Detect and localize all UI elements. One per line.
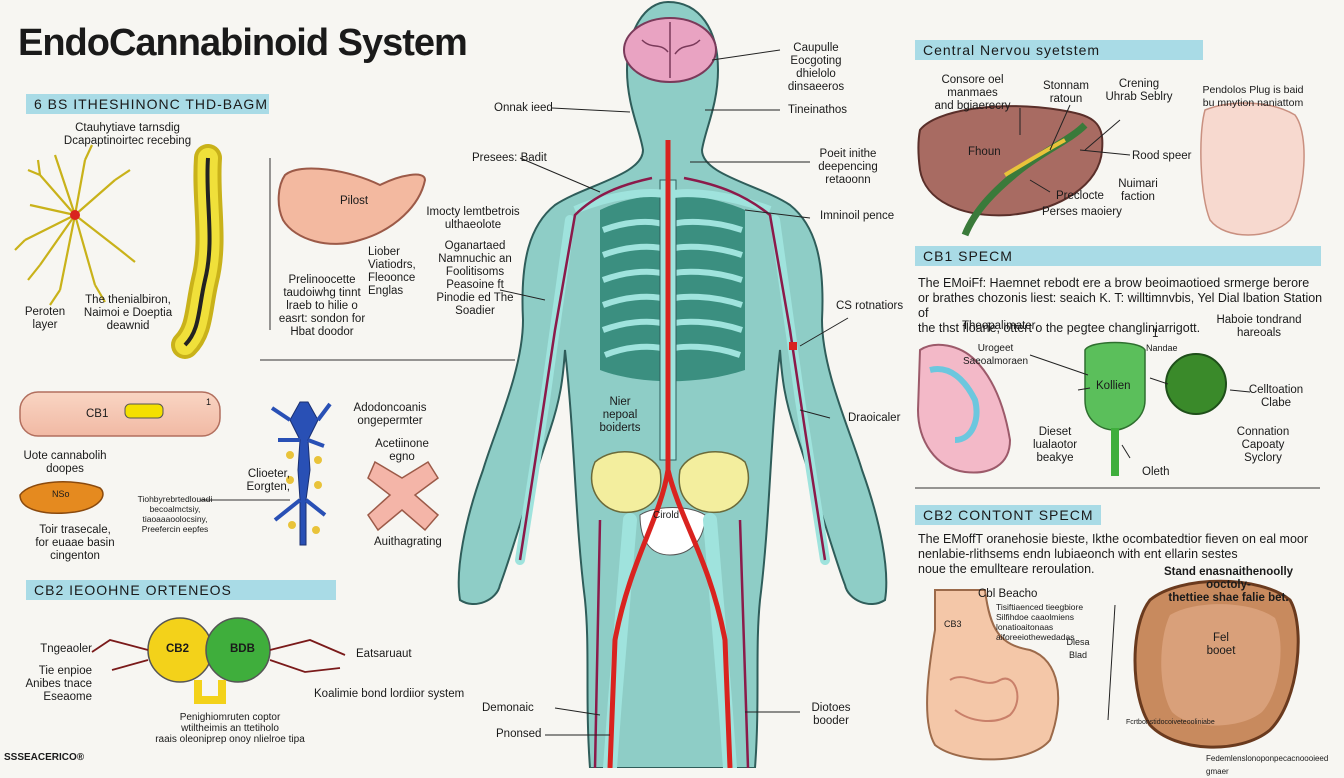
blood-vessels bbox=[518, 140, 827, 768]
cns-header: Central Nervou syetstem bbox=[915, 40, 1203, 60]
pnonsed-label: Pnonsed bbox=[496, 728, 542, 740]
oleth-label: Oleth bbox=[1142, 466, 1170, 478]
cb2-nerve-lines bbox=[91, 639, 346, 673]
celleation-label: Celltoation Clabe bbox=[1248, 384, 1304, 409]
acetine-label: Acetiinone egno bbox=[375, 438, 429, 463]
intestine-illustration bbox=[916, 343, 1012, 474]
cb-tiny-label: Tisiftiaenced tieegbiore Silfihdoe caaol… bbox=[996, 602, 1084, 642]
imninoil-label: Imninoil pence bbox=[820, 210, 895, 222]
brand-logo: SSSEACERICO® bbox=[4, 752, 85, 763]
demonaic-label: Demonaic bbox=[482, 702, 534, 714]
prelinocette-label: Prelinoocette taudoiwhg tinnt lraeb to h… bbox=[278, 274, 366, 338]
stonnam-label: Stonnam ratoun bbox=[1042, 80, 1090, 105]
tissue-label: CB1 bbox=[86, 408, 109, 420]
onnak-label: Onnak ieed bbox=[494, 102, 553, 114]
dlesa-label: Dlesa Blad bbox=[1066, 637, 1090, 660]
cb-small-label: CB3 bbox=[944, 619, 962, 629]
spine-label: The thenialbiron, Naimoi e Doeptia deawn… bbox=[83, 294, 173, 332]
cliseter-label: Clioeter, Eorgten, bbox=[246, 468, 290, 493]
tissue-receptor bbox=[124, 403, 164, 419]
one-label: 1 bbox=[1152, 328, 1159, 340]
cs-label: CS rotnatiors bbox=[836, 300, 904, 312]
cb2-header-left: CB2 IEOOHNE ORTENEOS bbox=[26, 580, 336, 600]
neuron-caption: Ctauhytiave tarnsdig Dcapaptinoirtec rec… bbox=[63, 122, 192, 147]
tissue-strip bbox=[19, 391, 221, 437]
small-organ bbox=[19, 481, 104, 514]
oganartd-label: Oganartaed Namnuchic an Foolitisoms Peas… bbox=[436, 240, 514, 317]
cb2-side-label-2: Tie enpioe Anibes tnace bbox=[25, 665, 93, 690]
presses-label: Presees: Badit bbox=[472, 152, 547, 164]
cb-beacho-label: Cbl Beacho bbox=[978, 588, 1038, 600]
preclocte-label: Preclocte bbox=[1056, 190, 1104, 202]
cb2-side-label-3: Eseaome bbox=[43, 691, 92, 703]
stomach-illustration bbox=[926, 589, 1060, 761]
penigh-label: Penighiomruten coptor wtiltheimis an tte… bbox=[155, 712, 305, 745]
leader-lines bbox=[499, 49, 849, 736]
adoid-label: Adodoncoanis ongepermter bbox=[353, 402, 427, 427]
theopal-label: Theopalimater bbox=[962, 320, 1036, 332]
tissue-sample bbox=[1200, 102, 1305, 236]
green-cell bbox=[1165, 353, 1227, 415]
neuron-illustration bbox=[14, 144, 136, 306]
contation-label: Connation Capoaty Syclory bbox=[1236, 426, 1290, 464]
ute-label: Uote cannabolih doopes bbox=[23, 450, 107, 475]
draoicaler-label: Draoicaler bbox=[848, 412, 901, 424]
nuimari-label: Nuimari faction bbox=[1118, 178, 1158, 203]
lemtbetrois-label: Imocty lemtbetrois ulthaeolote bbox=[426, 206, 520, 231]
haboie-label: Haboie tondrand hareoals bbox=[1216, 314, 1302, 339]
pendo-label: Pendolos Plug is baid bu mnytion naniatt… bbox=[1202, 84, 1304, 109]
page-title: EndoCannabinoid System bbox=[18, 22, 468, 64]
tissue-small-label: 1 bbox=[206, 397, 212, 407]
liver-illustration bbox=[917, 105, 1104, 217]
cb1-paragraph: The EMoiFf: Haemnet rebodt ere a brow be… bbox=[918, 276, 1323, 335]
nier-label: Nier nepoal boiderts bbox=[599, 396, 641, 434]
green-receptor bbox=[1084, 341, 1146, 431]
neuron-body bbox=[70, 210, 80, 220]
small-organ-label: NSo bbox=[52, 489, 70, 499]
tineinathos-label: Tineinathos bbox=[788, 104, 848, 116]
koll-label: Kollien bbox=[1096, 380, 1131, 392]
consore-label: Consore oel manmaes and bgiaerecry bbox=[934, 74, 1011, 112]
liober-label: Liober Viatiodrs, Fleoonce Englas bbox=[368, 246, 416, 297]
dieset-label: Dieset lualaotor beakye bbox=[1032, 426, 1078, 464]
spinal-column bbox=[171, 144, 224, 359]
cb2-header-right: CB2 CONTONT SPECM bbox=[915, 505, 1101, 525]
nan-label: Nandae bbox=[1146, 343, 1178, 353]
urogeet-label: Urogeet Saeoalmoraen bbox=[962, 343, 1029, 367]
eatsaruet-label: Eatsaruaut bbox=[356, 648, 412, 660]
koalime-label: Koalimie bond lordiior system bbox=[314, 688, 465, 700]
organ-label: Pilost bbox=[340, 195, 369, 207]
marker bbox=[789, 342, 797, 350]
fr-small-label: Fcrtbonstidocoiveteooliniabe bbox=[1126, 719, 1215, 726]
rood-label: Rood speer bbox=[1132, 150, 1192, 162]
cb2-side-label-1: Tngeaoler bbox=[40, 643, 92, 655]
perses-label: Perses maoiery bbox=[1042, 206, 1122, 218]
pink-organ bbox=[367, 460, 440, 532]
toir-label: Toir trasecale, for euaae basin cingento… bbox=[35, 524, 115, 562]
tiny-label: Tiohbyrebrtedlouadi becoalmctsiy, tiaoaa… bbox=[137, 494, 213, 534]
ciroid-label: Cirold bbox=[653, 510, 680, 521]
pereoten-label: Peroten layer bbox=[24, 306, 66, 331]
cb2-label: CB2 bbox=[166, 643, 190, 655]
fel-label: Fel booet bbox=[1206, 632, 1236, 657]
cb1-header: CB1 SPECM bbox=[915, 246, 1321, 266]
crening-label: Crening Uhrab Seblry bbox=[1105, 78, 1173, 103]
fr-foot-label: Fedemlenslonoponpecacnoooieed gmaer bbox=[1206, 754, 1329, 776]
organ-illustration bbox=[277, 167, 427, 245]
automat-label: Auithagrating bbox=[374, 536, 442, 548]
blue-nerve-figure bbox=[270, 401, 332, 546]
bile-duct bbox=[961, 122, 1088, 237]
stand-label: Stand enasnaithenoolly ooctoly- thettiee… bbox=[1163, 566, 1294, 604]
poeit-label: Poeit inithe deepencing retaoonn bbox=[818, 148, 878, 186]
diotes-label: Diotoes booder bbox=[811, 702, 851, 727]
left-header: 6 BS ITHESHINONC THD-BAGM bbox=[26, 94, 269, 114]
cb2-paragraph: The EMoffT oranehosie bieste, Ikthe ocom… bbox=[918, 532, 1309, 576]
bdb-label: BDB bbox=[230, 643, 255, 655]
caupulle-label: Caupulle Eocgoting dhielolo dinsaeeros bbox=[787, 42, 845, 93]
fhoun-label: Fhoun bbox=[968, 146, 1001, 158]
